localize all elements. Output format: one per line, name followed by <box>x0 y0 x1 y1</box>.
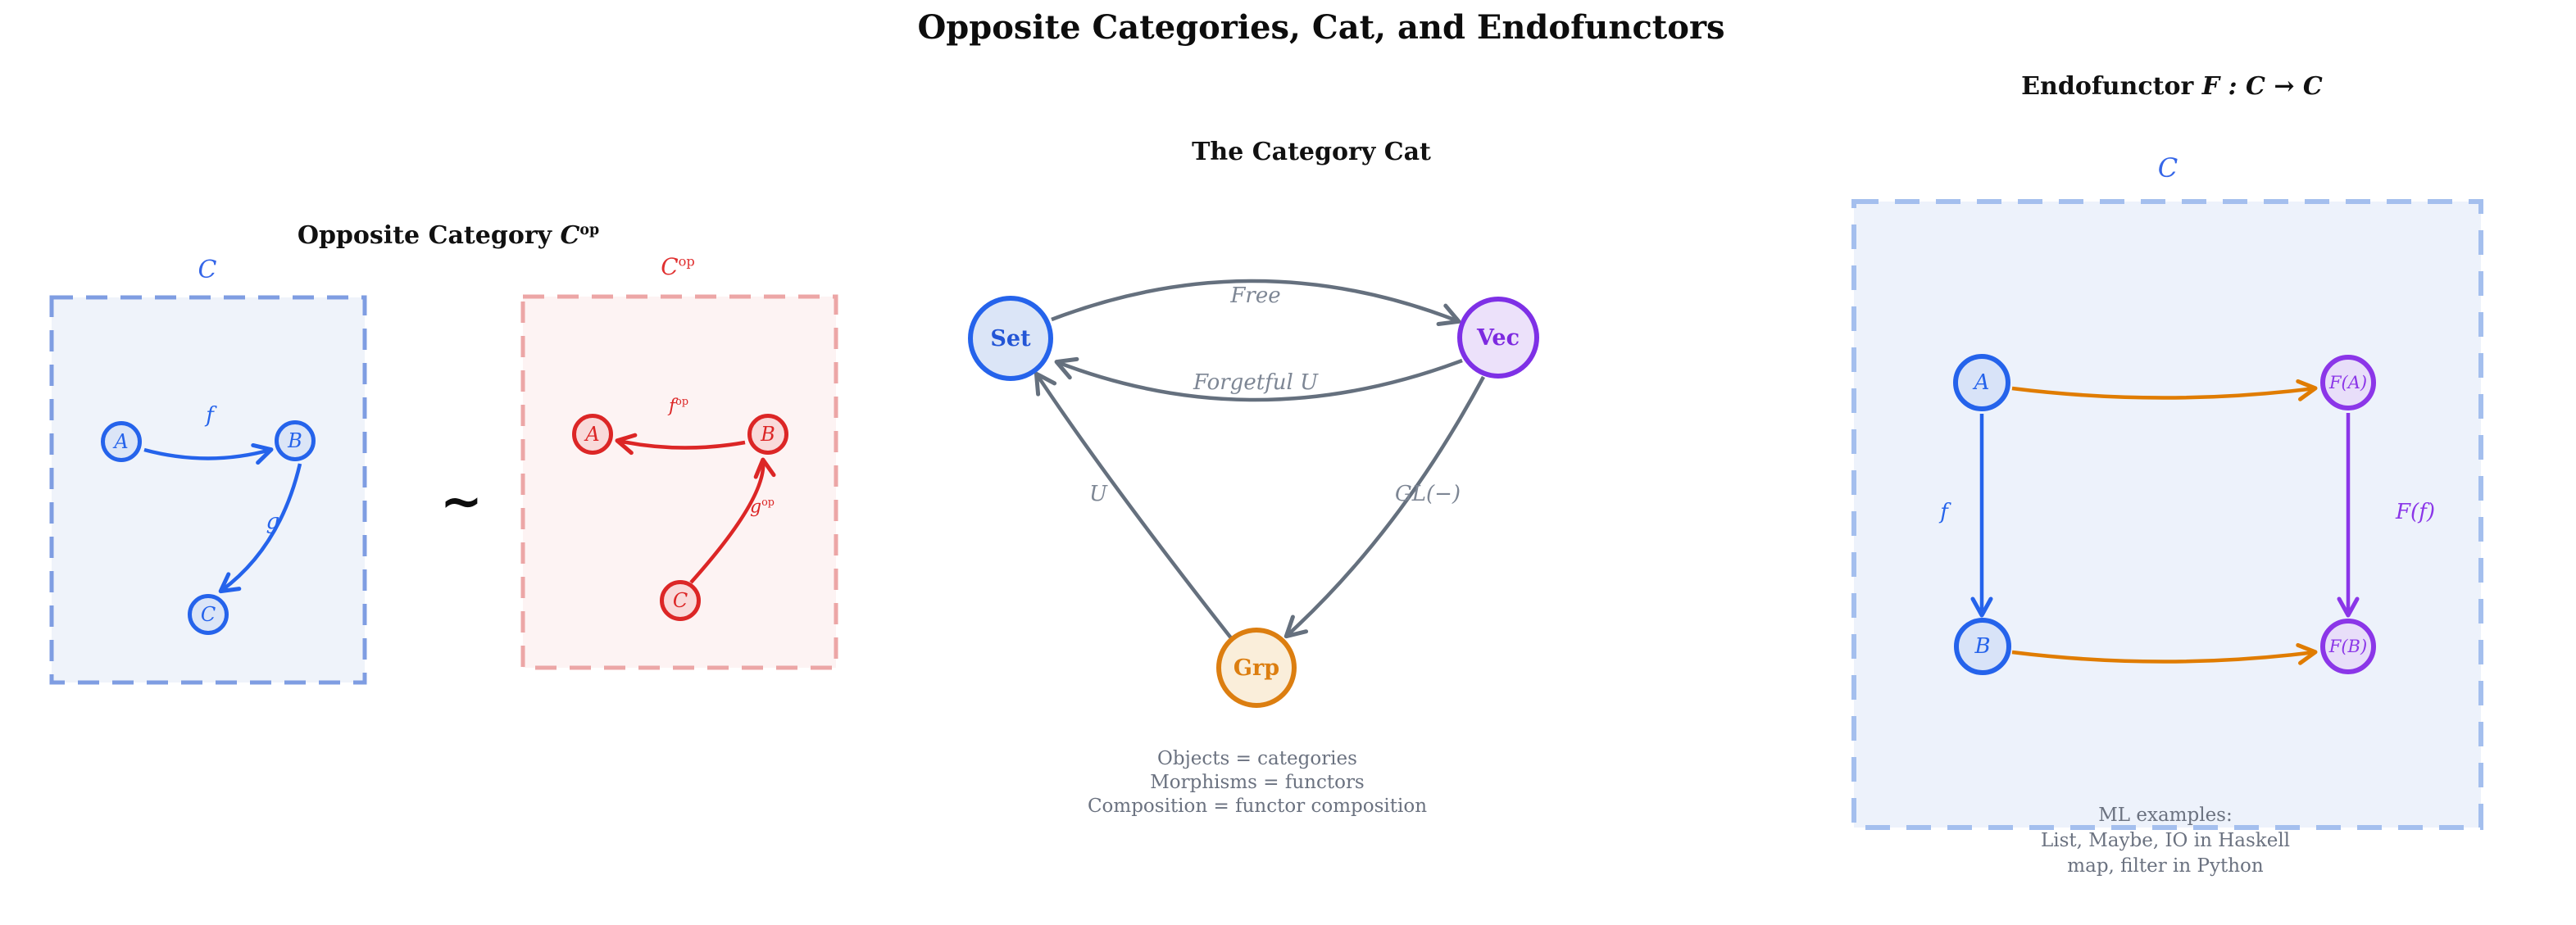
ml-caption-line: map, filter in Python <box>2067 855 2264 877</box>
endofunctor-c-box <box>1851 199 2483 830</box>
node-b-right: B <box>1954 618 2011 675</box>
right-heading-text: Endofunctor <box>2021 72 2194 101</box>
similarity-symbol: ∼ <box>440 471 483 531</box>
node-grp: Grp <box>1216 628 1297 708</box>
left-panel-heading: Opposite Category Cop <box>297 221 600 250</box>
arrow-ff-right-label: F(f) <box>2396 500 2435 524</box>
arrow-f-label: f <box>206 403 214 428</box>
arrow-u <box>1034 371 1233 641</box>
page-title: Opposite Categories, Cat, and Endofuncto… <box>917 8 1725 47</box>
arrow-g-op-label: gop <box>750 497 775 518</box>
node-b: B <box>275 420 316 461</box>
arrow-forgetful-label: Forgetful U <box>1193 370 1319 395</box>
node-c-op: C <box>660 580 701 621</box>
arrow-b-to-fb <box>2011 642 2318 665</box>
arrow-gl <box>1283 375 1485 639</box>
arrow-gl-label: GL(−) <box>1394 482 1461 506</box>
arrow-g <box>218 463 302 594</box>
arrow-f-op-label: fop <box>669 396 688 417</box>
arrow-f-right-label: f <box>1940 500 1948 524</box>
node-a-op: A <box>572 414 613 455</box>
left-heading-math: C <box>560 221 580 250</box>
node-b-op: B <box>747 414 788 455</box>
ml-caption-line: List, Maybe, IO in Haskell <box>2040 830 2291 851</box>
node-a-right: A <box>1953 354 2010 411</box>
node-fa: F(A) <box>2320 355 2376 410</box>
node-vec: Vec <box>1457 297 1539 379</box>
middle-panel-heading: The Category Cat <box>984 138 1639 166</box>
category-c-label: C <box>198 256 217 284</box>
right-heading-math: F : C → C <box>2201 72 2323 101</box>
cat-caption-line: Composition = functor composition <box>1087 796 1428 817</box>
ml-caption-line: ML examples: <box>2098 805 2233 826</box>
arrow-f <box>143 442 274 465</box>
right-panel-heading: Endofunctor F : C → C <box>1844 72 2500 101</box>
arrow-g-label: g <box>266 510 280 534</box>
cat-caption-line: Objects = categories <box>1157 748 1357 769</box>
cat-caption: Objects = categories Morphisms = functor… <box>1052 747 1462 818</box>
middle-heading-text: The Category <box>1192 138 1376 166</box>
node-fb: F(B) <box>2320 619 2376 674</box>
cat-caption-line: Morphisms = functors <box>1150 772 1365 793</box>
arrow-forgetful <box>1054 356 1463 402</box>
ml-examples-caption: ML examples: List, Maybe, IO in Haskell … <box>1960 803 2370 879</box>
arrow-u-label: U <box>1089 482 1107 506</box>
middle-heading-cat: Cat <box>1383 138 1431 166</box>
endofunctor-c-label: C <box>2157 152 2178 184</box>
arrow-f-op <box>615 433 746 456</box>
left-heading-text: Opposite Category <box>297 221 552 250</box>
node-a: A <box>101 421 142 462</box>
arrow-a-to-fa <box>2011 379 2318 401</box>
category-cop-label: Cop <box>661 253 695 280</box>
node-set: Set <box>968 296 1053 381</box>
arrow-free <box>1051 279 1461 327</box>
arrow-g-op <box>689 457 776 584</box>
node-c: C <box>188 594 229 635</box>
arrow-free-label: Free <box>1230 283 1281 308</box>
